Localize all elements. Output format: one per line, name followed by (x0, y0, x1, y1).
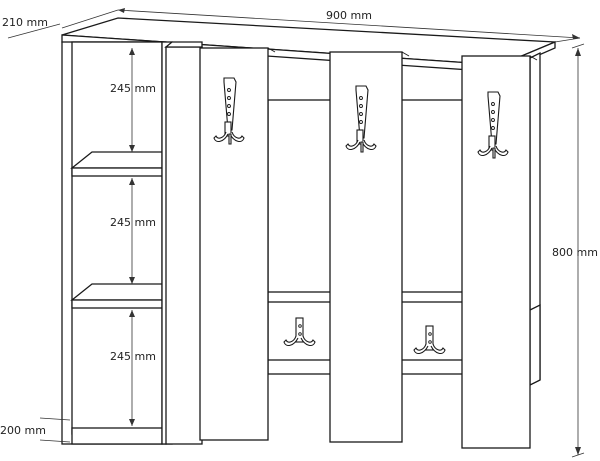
shelf-1-label: 245 mm (110, 82, 156, 95)
shelf-unit (61, 41, 203, 445)
dimension-lines (7, 8, 585, 458)
lower-hook-1 (283, 317, 316, 347)
width-label: 900 mm (326, 9, 372, 22)
bottom-label: 200 mm (0, 424, 46, 437)
right-side-panel (529, 51, 541, 387)
shelf-3-label: 245 mm (110, 350, 156, 363)
upper-hook-3 (477, 91, 509, 159)
depth-label: 210 mm (2, 16, 48, 29)
vertical-boards (199, 47, 538, 449)
shelf-2-label: 245 mm (110, 216, 156, 229)
upper-hook-1 (213, 77, 245, 145)
upper-hook-2 (345, 85, 377, 153)
lower-hook-2 (413, 325, 446, 355)
height-label: 800 mm (552, 246, 598, 259)
board-1 (199, 47, 269, 441)
